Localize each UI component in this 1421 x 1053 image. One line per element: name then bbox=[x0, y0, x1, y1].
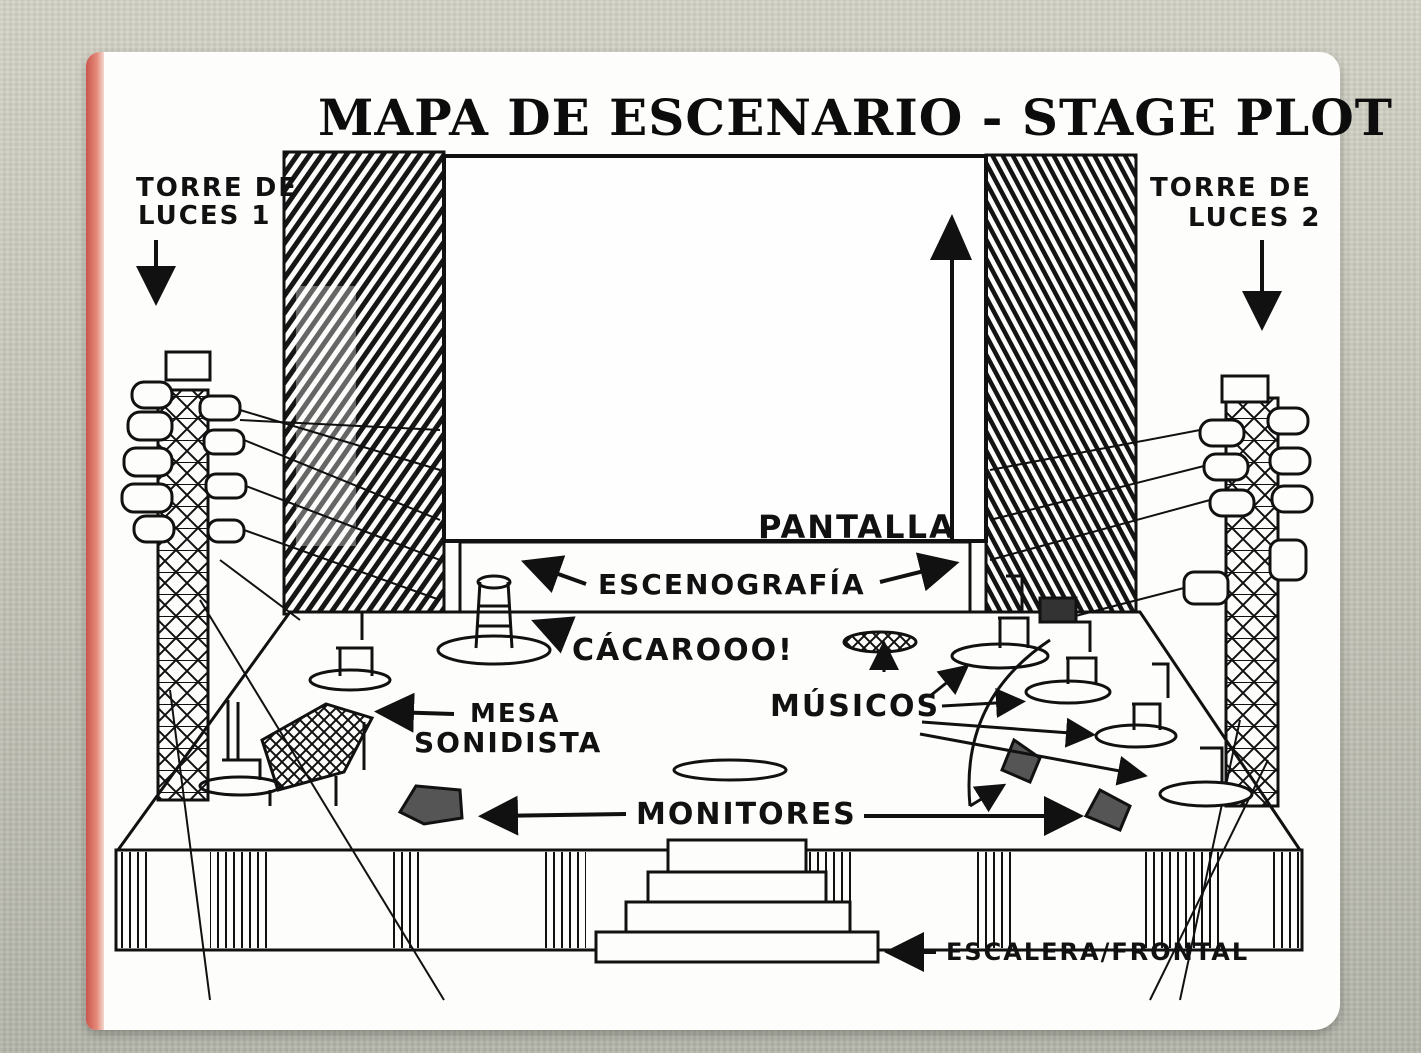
arrow-mesa-sonidista bbox=[374, 692, 455, 733]
drum-riser bbox=[842, 630, 918, 654]
skirt-panel-4 bbox=[540, 852, 586, 948]
sound-desk bbox=[198, 700, 375, 806]
arrow-musicos-2 bbox=[929, 664, 970, 698]
skirt-panel-2 bbox=[210, 852, 270, 948]
label-pantalla: PANTALLA bbox=[758, 508, 956, 546]
arrow-musicos-4 bbox=[921, 717, 1096, 748]
light-beams-left bbox=[169, 409, 445, 1001]
pantalla-pointer-arrowhead bbox=[930, 214, 972, 260]
arrow-monitores-left bbox=[478, 795, 627, 836]
label-torre-luces-1-line2: LUCES 1 bbox=[138, 201, 271, 231]
projection-screen bbox=[442, 154, 988, 543]
skirt-panel-3 bbox=[388, 852, 422, 948]
light-tower-2 bbox=[1182, 374, 1314, 808]
arrow-cacarooo bbox=[531, 616, 576, 654]
center-mark bbox=[672, 758, 788, 782]
label-torre-luces-2-line1: TORRE DE bbox=[1150, 173, 1312, 203]
label-cacarooo: CÁCAROOO! bbox=[572, 632, 794, 668]
arrow-monitores-up bbox=[969, 783, 1007, 813]
left-curtain-inner bbox=[296, 286, 356, 546]
left-chair bbox=[308, 610, 392, 692]
label-mesa: MESA bbox=[470, 699, 560, 729]
label-escalera-frontal: ESCALERA/FRONTAL bbox=[946, 938, 1249, 966]
label-torre-luces-2-line2: LUCES 2 bbox=[1188, 203, 1321, 233]
arrow-musicos-5 bbox=[919, 732, 1148, 786]
label-torre-luces-1-line1: TORRE DE bbox=[136, 173, 298, 203]
label-musicos: MÚSICOS bbox=[770, 687, 940, 724]
skirt-panel-8 bbox=[1270, 852, 1300, 948]
light-beams-right bbox=[989, 429, 1269, 1001]
arrow-escenografia-left bbox=[520, 555, 587, 593]
label-monitores: MONITORES bbox=[636, 797, 857, 832]
label-sonidista: SONIDISTA bbox=[414, 726, 602, 759]
label-escenografia: ESCENOGRAFÍA bbox=[598, 567, 866, 601]
page-title: MAPA DE ESCENARIO - STAGE PLOT bbox=[318, 88, 1393, 147]
skirt-panel-7 bbox=[1140, 852, 1220, 948]
sketchbook-spine bbox=[86, 52, 104, 1030]
arrow-musicos-3 bbox=[941, 688, 1026, 718]
musicians-curve-line bbox=[967, 638, 1051, 807]
right-curtain bbox=[984, 153, 1138, 617]
skirt-panel-6 bbox=[976, 852, 1014, 948]
skirt-panel-1 bbox=[118, 852, 148, 948]
monitor-left bbox=[397, 784, 464, 826]
arrow-escenografia-right bbox=[879, 552, 960, 592]
front-staircase bbox=[594, 838, 880, 964]
